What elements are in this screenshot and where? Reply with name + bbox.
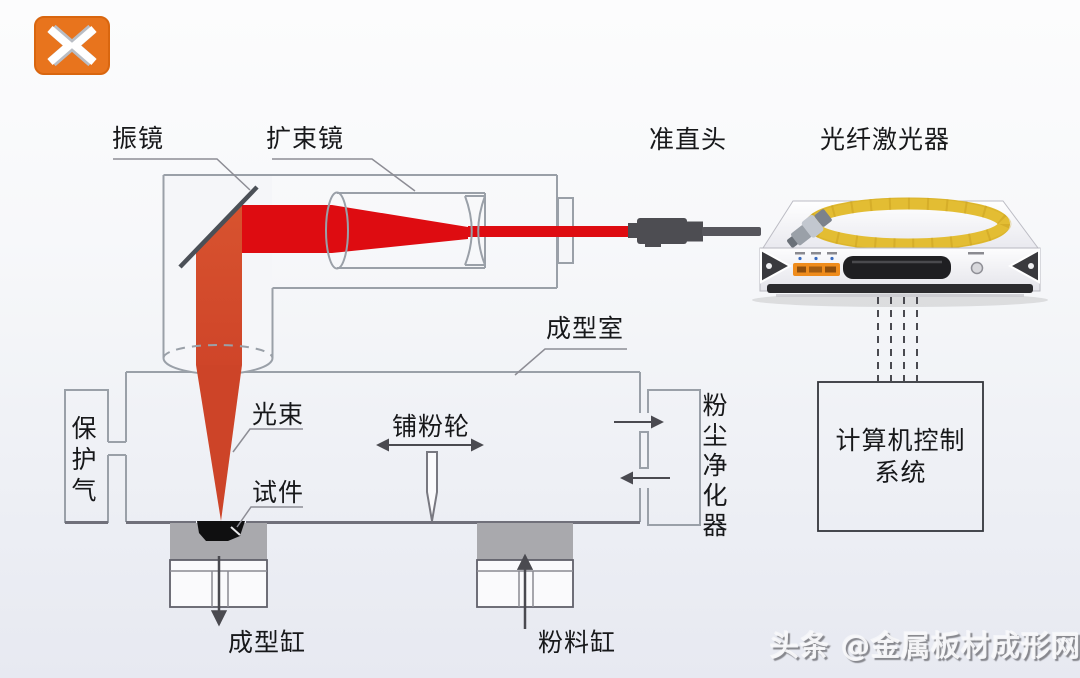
- leader-galvo: [113, 158, 251, 191]
- laser-handle: [843, 256, 951, 279]
- dust-purifier-box: [647, 389, 701, 526]
- label-collimator-head: 准直头: [649, 125, 728, 154]
- protective-gas-box: [64, 389, 109, 523]
- control-signal-lines: [877, 297, 918, 381]
- laser-indicators: [795, 252, 837, 261]
- label-beam-expander: 扩束镜: [266, 124, 345, 153]
- label-galvo-mirror: 振镜: [112, 124, 165, 153]
- label-fiber-laser: 光纤激光器: [820, 125, 951, 154]
- coil-connector: [787, 209, 832, 248]
- powder-spreading-wheel: [376, 438, 484, 522]
- fiber-cable: [702, 227, 761, 236]
- brand-logo: [34, 16, 110, 75]
- focusing-lens-dashed-arc: [162, 344, 274, 359]
- laser-base-strip: [767, 284, 1033, 293]
- double-chevron-icon: [47, 24, 97, 67]
- forming-chamber: [108, 371, 649, 522]
- label-forming-chamber: 成型室: [546, 314, 625, 343]
- leader-chamber: [514, 348, 627, 376]
- laser-knob: [968, 252, 984, 275]
- watermark-text: 头条 @金属板材成形网: [770, 629, 1080, 663]
- beam-focus-cone: [196, 365, 242, 521]
- computer-control-box: [817, 381, 984, 532]
- label-computer-control-system: 计算机控制 系统: [818, 382, 983, 531]
- rack-ear-left: [760, 248, 793, 284]
- specimen-workpiece: [197, 521, 245, 541]
- label-specimen: 试件: [252, 478, 305, 507]
- powder-cylinder: [476, 523, 574, 629]
- label-powder-cylinder: 粉料缸: [538, 628, 617, 657]
- powder-piston-block: [477, 523, 573, 560]
- label-dust-purifier: 粉尘净化器: [702, 391, 728, 540]
- collimator-connector: [628, 218, 761, 247]
- leader-specimen: [236, 506, 303, 528]
- leader-lines: [113, 158, 627, 528]
- beam-vertical: [196, 203, 242, 365]
- label-powder-spreading-wheel: 铺粉轮: [392, 412, 471, 441]
- laser-brand-plate: [793, 263, 840, 276]
- label-protective-gas: 保护气: [71, 414, 97, 505]
- leader-expander: [272, 158, 416, 192]
- recoater-blade: [426, 451, 438, 522]
- entrance-lens: [325, 191, 349, 270]
- forming-cylinder: [169, 521, 268, 627]
- label-light-beam: 光束: [252, 400, 305, 429]
- purifier-flow-arrows: [614, 415, 670, 485]
- chamber-floor: [65, 521, 700, 526]
- beam-thin: [468, 226, 628, 237]
- beam-expander-cone: [332, 205, 468, 253]
- leader-beam: [232, 428, 303, 453]
- label-forming-cylinder: 成型缸: [228, 628, 307, 657]
- galvo-mirror: [178, 185, 259, 269]
- computer-control-line2: 系统: [874, 457, 927, 487]
- fiber-laser-unit: [752, 197, 1048, 307]
- beam-expander-lenses: [325, 191, 486, 270]
- rack-ear-right: [1007, 248, 1040, 284]
- computer-control-line1: 计算机控制: [835, 425, 966, 455]
- concave-lens: [464, 195, 486, 266]
